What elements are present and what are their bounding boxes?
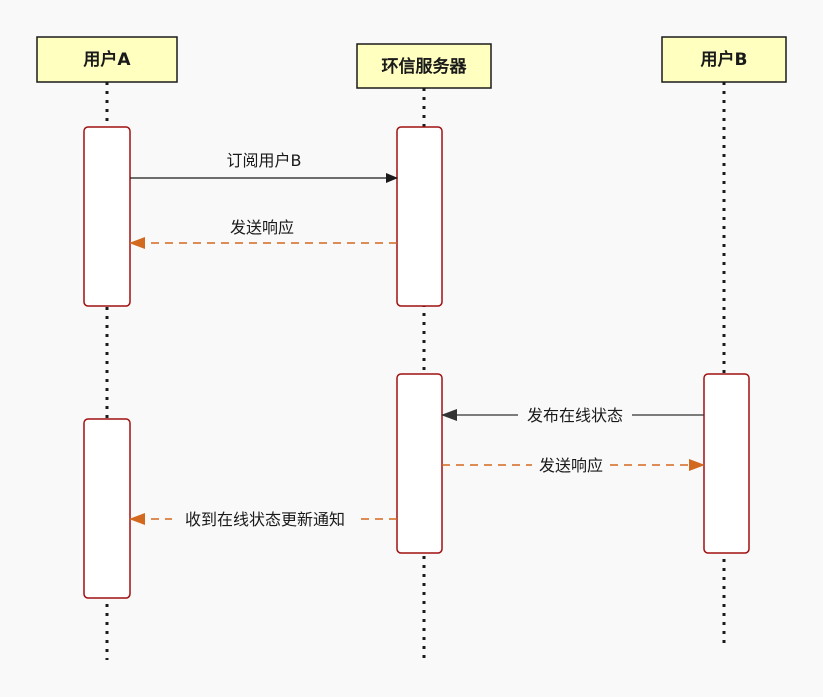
message-subscribe-label: 订阅用户B — [227, 151, 302, 170]
message-subscribe: 订阅用户B — [130, 151, 398, 183]
actor-server-label: 环信服务器 — [382, 56, 468, 77]
message-publish-status: 发布在线状态 — [441, 405, 704, 425]
activation-user-b-1 — [703, 373, 750, 554]
actor-user-b-label: 用户B — [701, 49, 748, 70]
activation-server-2 — [396, 373, 443, 554]
message-response-a-label: 发送响应 — [230, 218, 294, 237]
message-response-b-label: 发送响应 — [539, 456, 603, 475]
message-status-notify: 收到在线状态更新通知 — [129, 509, 397, 529]
activation-user-a-2 — [83, 418, 131, 599]
activation-user-a-1 — [83, 126, 131, 307]
activation-server-1 — [396, 126, 443, 307]
message-response-a: 发送响应 — [129, 218, 397, 249]
message-response-b: 发送响应 — [442, 455, 705, 475]
actor-user-b: 用户B — [661, 36, 787, 83]
message-status-notify-label: 收到在线状态更新通知 — [185, 510, 345, 529]
actor-user-a-label: 用户A — [83, 49, 131, 70]
message-publish-status-label: 发布在线状态 — [527, 406, 623, 425]
actor-server: 环信服务器 — [356, 43, 492, 89]
actor-user-a: 用户A — [36, 36, 178, 83]
